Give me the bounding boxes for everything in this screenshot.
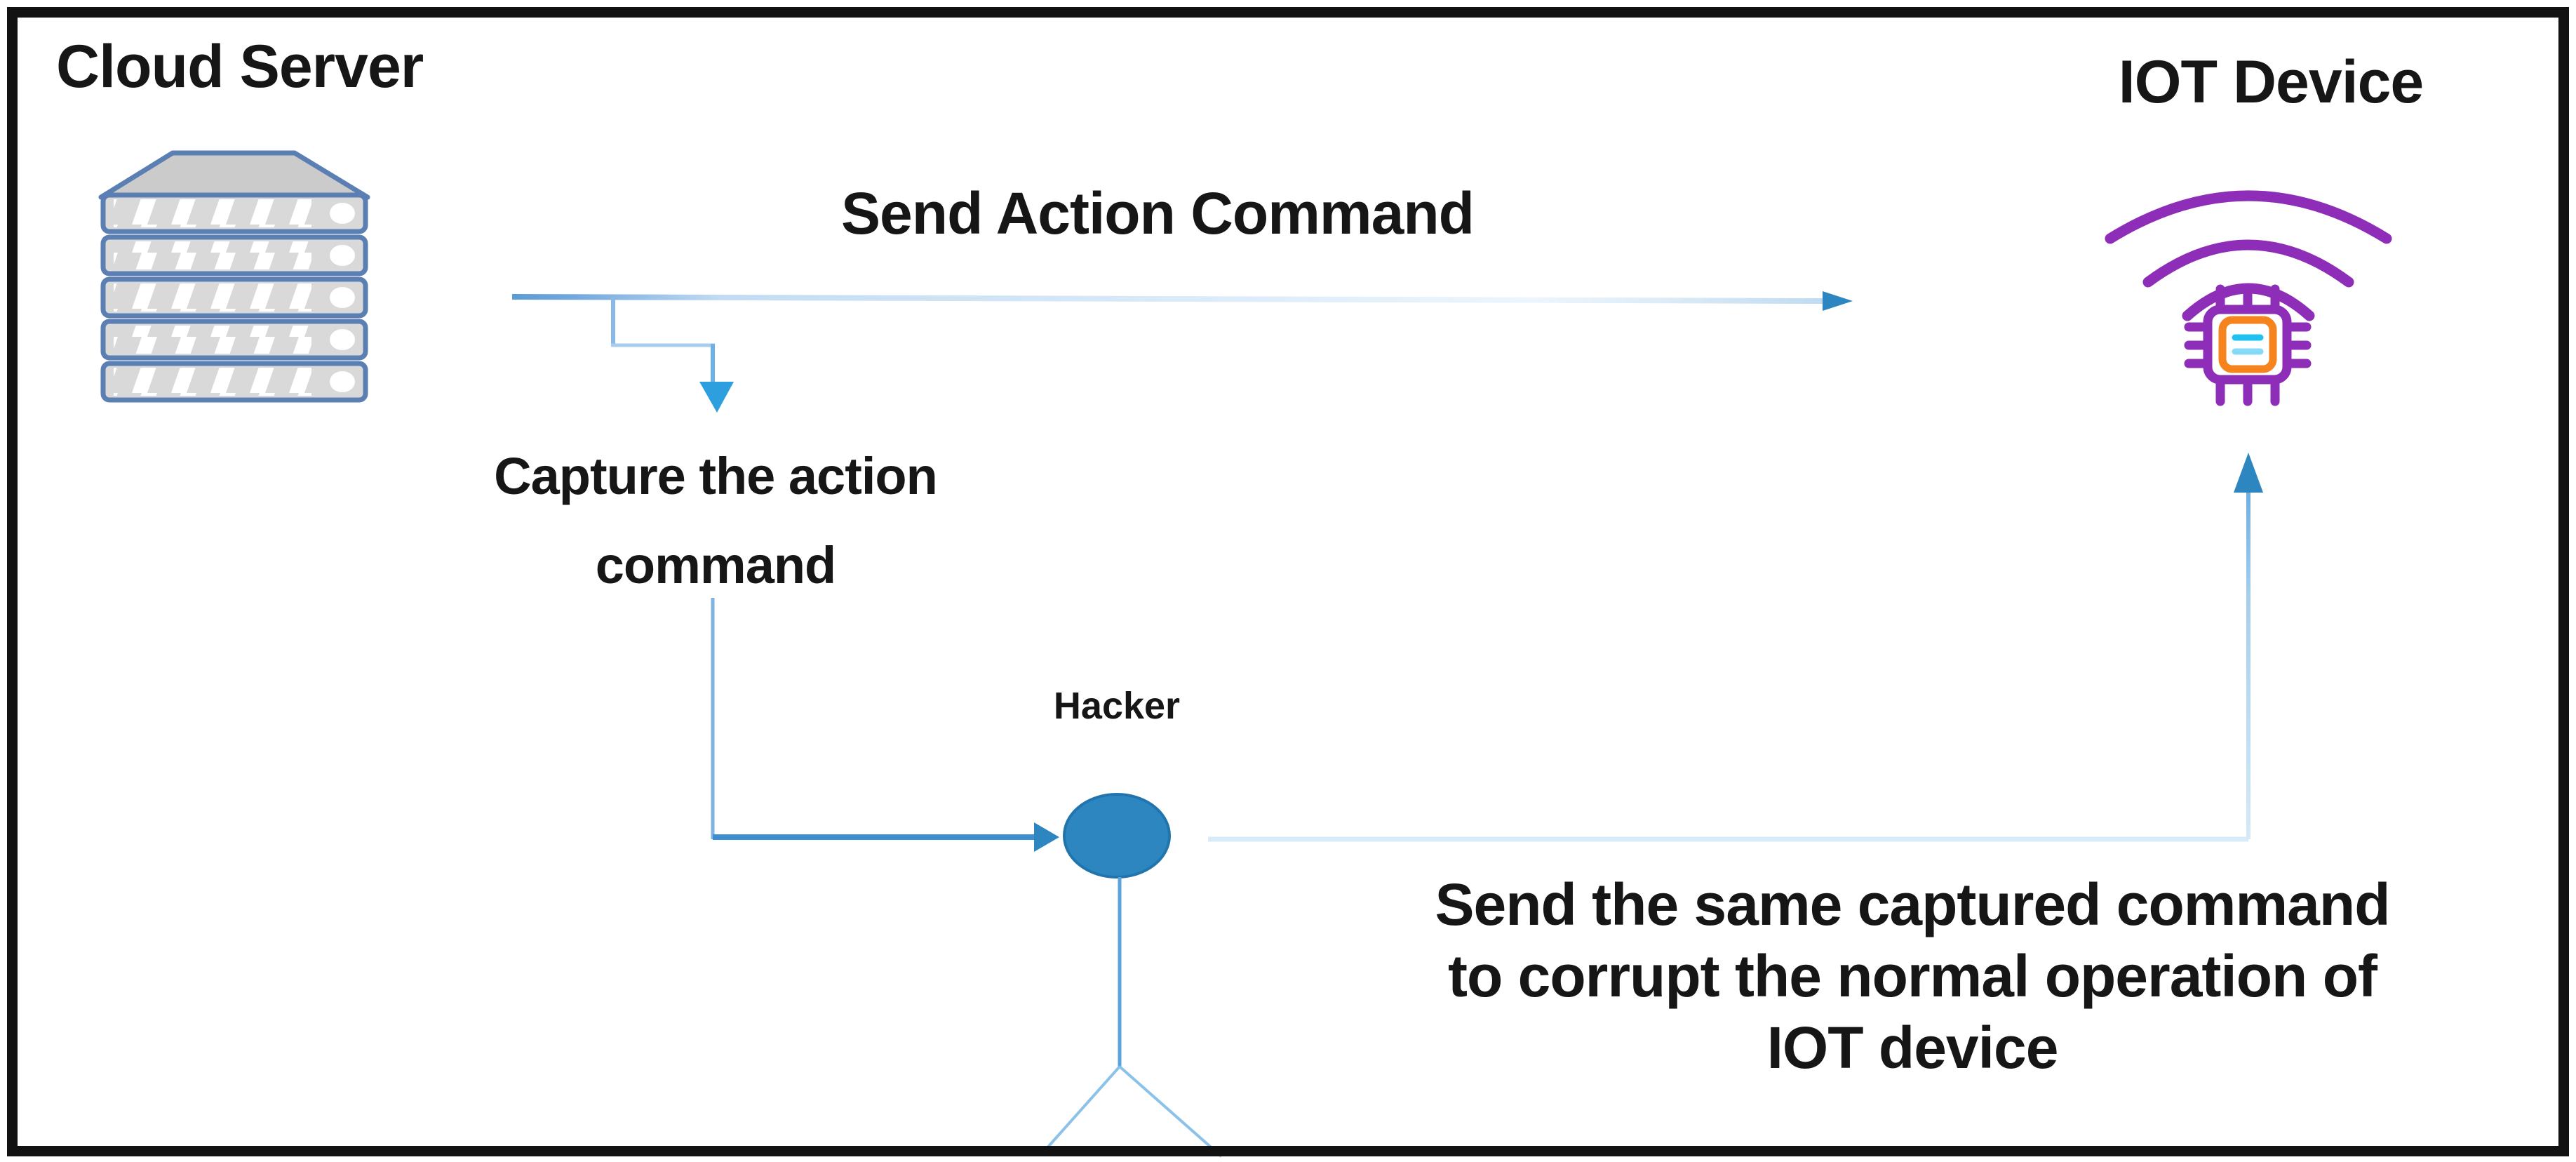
capture-to-hacker-arrow [711, 598, 1059, 852]
replay-command-line1: Send the same captured command [1435, 872, 2390, 937]
replay-command-line2: to corrupt the normal operation of [1448, 943, 2377, 1009]
stick-figure-icon [1043, 793, 1223, 1158]
server-stack-icon [98, 150, 370, 403]
cloud-server-label: Cloud Server [56, 33, 424, 100]
hacker-label: Hacker [1053, 685, 1181, 727]
send-command-arrow [511, 291, 1853, 311]
capture-command-line2: command [595, 536, 837, 594]
replay-command-label: Send the same captured command to corrup… [1351, 869, 2474, 1083]
replay-command-line3: IOT device [1766, 1015, 2059, 1081]
capture-tap-arrow [611, 297, 734, 413]
iot-device-label: IOT Device [2118, 48, 2424, 116]
hacker-head [1063, 793, 1171, 879]
replay-arrow [2234, 453, 2263, 839]
chip-icon [2184, 284, 2312, 406]
capture-command-label: Capture the action command [435, 432, 996, 610]
capture-command-line1: Capture the action [494, 447, 938, 505]
send-action-command-label: Send Action Command [841, 180, 1475, 246]
